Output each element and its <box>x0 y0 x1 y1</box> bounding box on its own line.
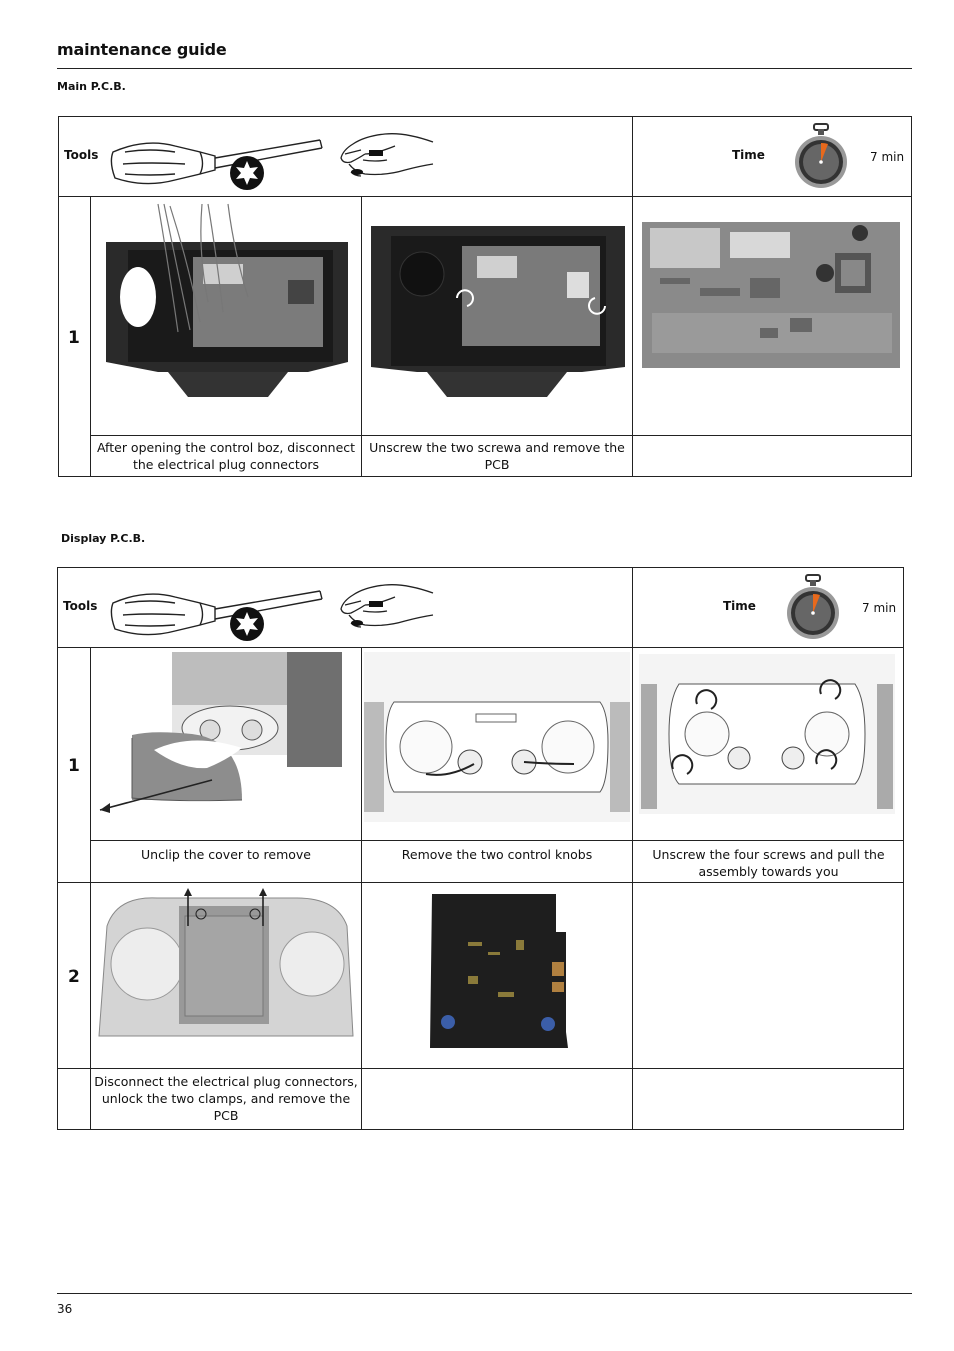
caption: Remove the two control knobs <box>401 847 593 862</box>
caption: Unscrew the two screwa and remove the PC… <box>369 440 625 472</box>
photo-unscrew-pcb <box>367 202 629 402</box>
photo-main-pcb <box>642 222 900 368</box>
torx-bit-icon <box>230 607 264 641</box>
caption: Unclip the cover to remove <box>141 847 311 862</box>
stopwatch-icon <box>787 574 839 639</box>
caption: Unscrew the four screws and pull the ass… <box>652 847 885 879</box>
caption: Disconnect the electrical plug connector… <box>94 1074 358 1123</box>
page-title: maintenance guide <box>57 40 227 59</box>
tools-label: Tools <box>64 148 99 162</box>
step-number: 1 <box>68 756 80 776</box>
photo-open-control-box <box>98 202 356 402</box>
hand-icon <box>340 584 434 628</box>
torx-bit-icon <box>230 156 264 190</box>
time-value: 7 min <box>862 601 897 615</box>
photo-display-pcb <box>430 894 568 1048</box>
photo-remove-control-knobs <box>364 652 630 822</box>
caption: After opening the control boz, disconnec… <box>96 440 356 472</box>
section-title-display-pcb: Display P.C.B. <box>61 532 146 545</box>
display-pcb-table <box>57 567 904 1130</box>
footer-divider <box>57 1293 912 1294</box>
page-number: 36 <box>57 1302 73 1316</box>
stopwatch-icon <box>795 123 847 188</box>
screwdriver-icon <box>110 139 323 185</box>
screwdriver-icon <box>110 590 323 636</box>
time-label: Time <box>732 148 765 162</box>
tools-label: Tools <box>63 599 98 613</box>
photo-unclip-cover <box>92 650 360 838</box>
photo-display-panel-back <box>97 886 355 1044</box>
header-divider <box>57 68 912 69</box>
step-number: 1 <box>68 328 80 348</box>
hand-icon <box>340 133 434 177</box>
main-pcb-table <box>58 116 912 477</box>
step-number: 2 <box>68 967 80 987</box>
section-title-main-pcb: Main P.C.B. <box>57 80 126 93</box>
time-value: 7 min <box>870 150 905 164</box>
time-label: Time <box>723 599 756 613</box>
photo-unscrew-four-screws <box>639 654 895 814</box>
